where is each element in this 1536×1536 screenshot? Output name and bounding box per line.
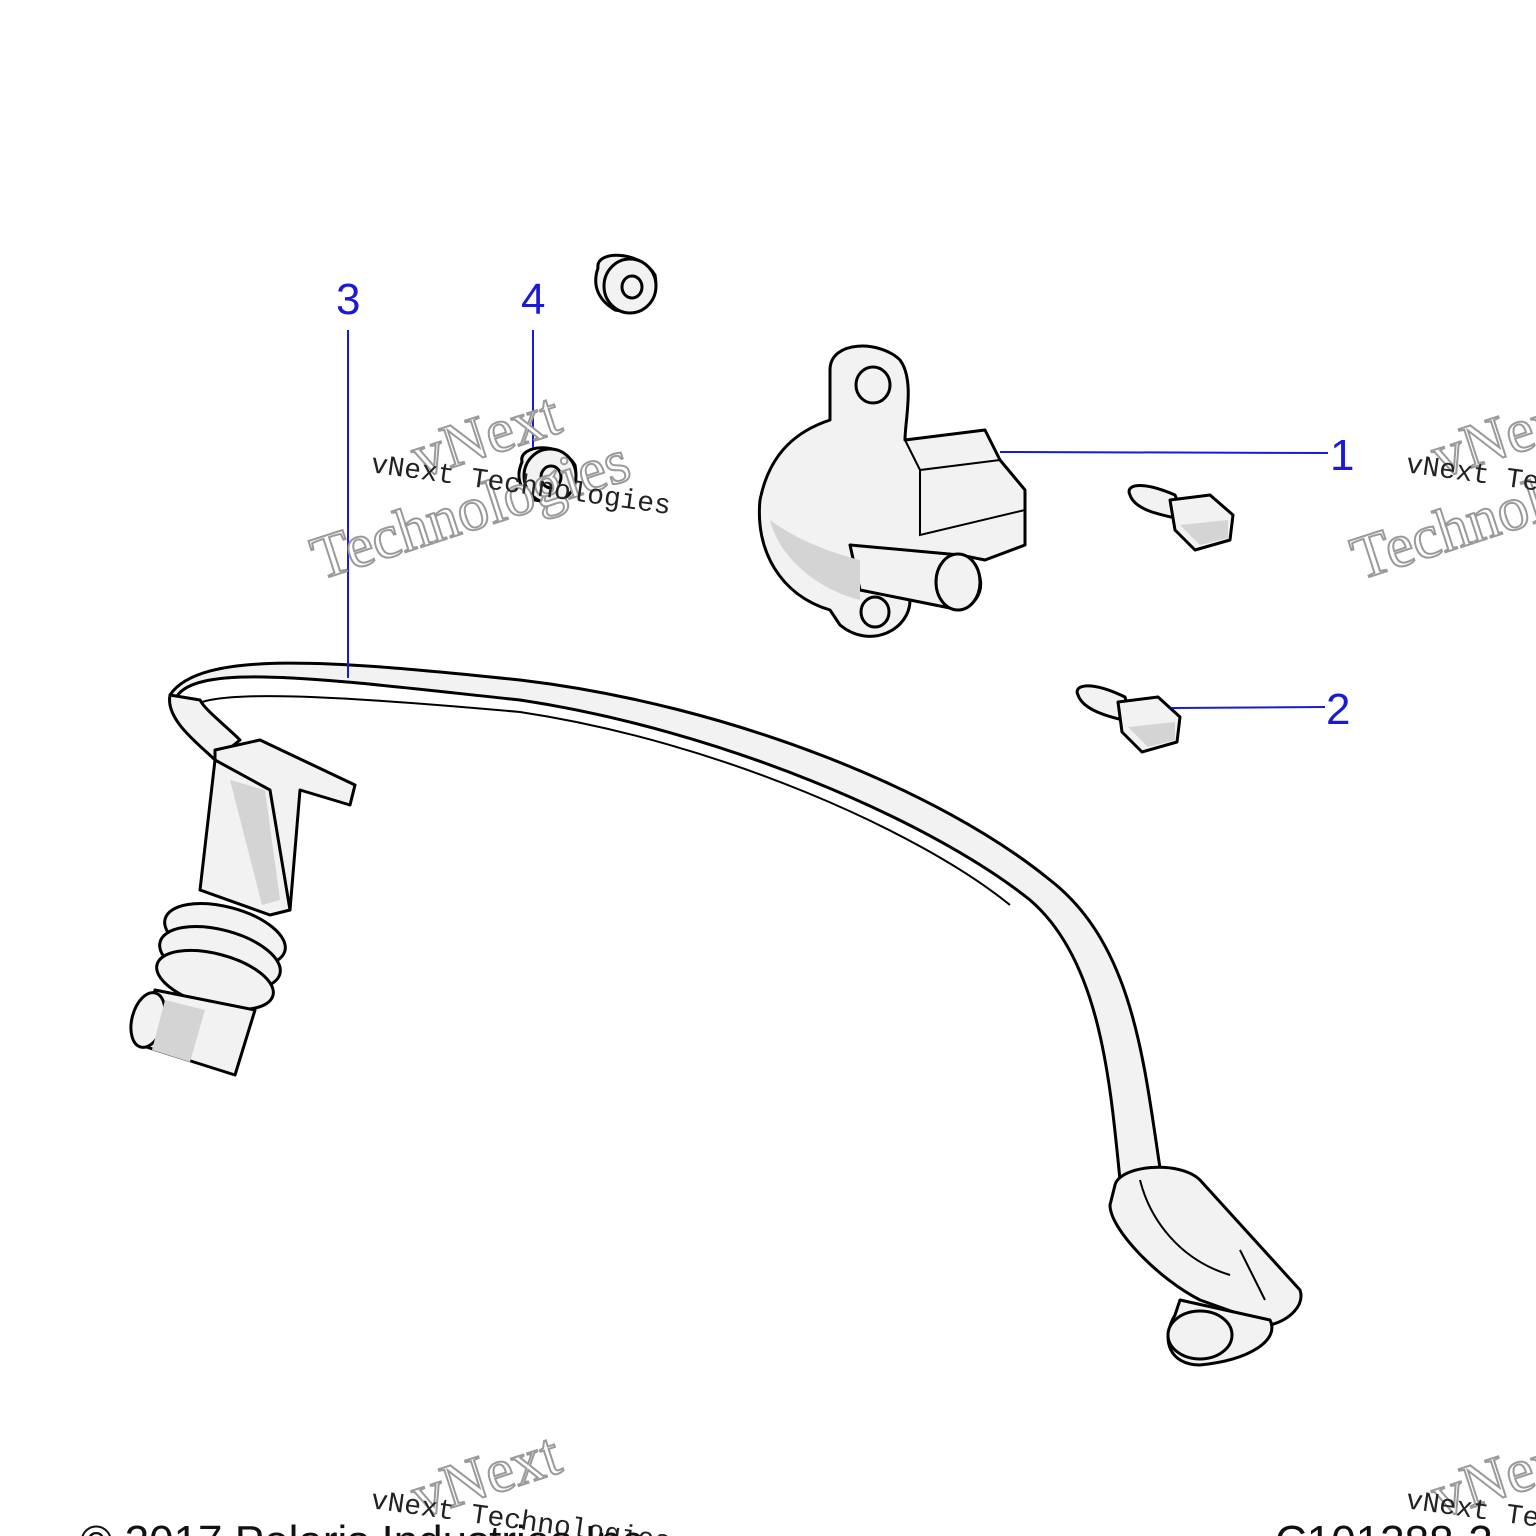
watermark-left: vNext Technologies vNext Technologies — [302, 379, 672, 594]
drawing-number: C101388-2 — [1275, 1517, 1493, 1536]
callout-1[interactable]: 1 — [1330, 431, 1354, 480]
callout-leaders — [347, 330, 1329, 709]
grommet-upper-part[interactable] — [594, 253, 658, 315]
grommet-lower-part[interactable] — [517, 446, 578, 505]
watermark-bottom-left: vNext vNext Technologies — [369, 1419, 673, 1536]
leader-1 — [999, 451, 1329, 454]
bolt-lower-part[interactable] — [1075, 684, 1182, 754]
copyright-text: © 2017 Polaris Industries Inc. — [80, 1517, 655, 1536]
callout-3[interactable]: 3 — [336, 275, 360, 324]
leader-2 — [1171, 706, 1326, 709]
watermark-right: vNext Technologies vNext Technologies — [1342, 379, 1536, 594]
bolt-upper-part[interactable] — [1127, 484, 1235, 552]
spark-plug-wire-part[interactable] — [125, 661, 1303, 1367]
ignition-coil-part[interactable] — [757, 344, 1027, 638]
callout-4[interactable]: 4 — [521, 275, 545, 324]
callout-2[interactable]: 2 — [1326, 685, 1350, 734]
